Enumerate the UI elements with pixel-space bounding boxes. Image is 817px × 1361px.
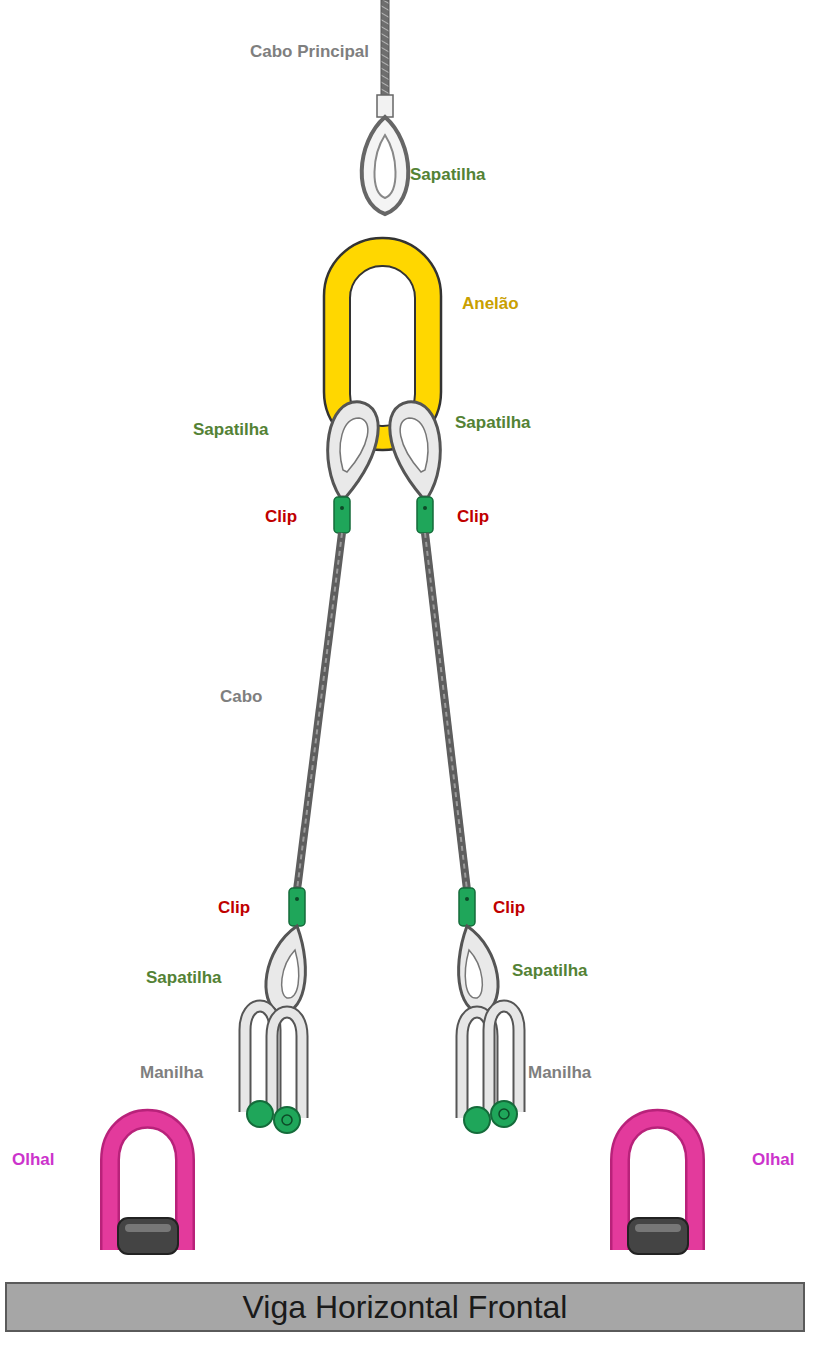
thimble-inner (374, 135, 395, 198)
thimble (390, 402, 441, 497)
part-label: Anelão (462, 294, 519, 314)
part-label: Olhal (12, 1150, 55, 1170)
thimble (459, 926, 498, 1013)
part-label: Sapatilha (410, 165, 486, 185)
part-label: Manilha (140, 1063, 203, 1083)
shackle (245, 1006, 302, 1133)
sling-cable (425, 533, 467, 890)
clip (417, 497, 433, 533)
lifting-eye (620, 1119, 695, 1254)
sling-cable (297, 533, 342, 890)
part-label: Olhal (752, 1150, 795, 1170)
part-label: Clip (265, 507, 297, 527)
clip (334, 497, 350, 533)
main-cable (381, 0, 389, 100)
clip (289, 888, 305, 926)
thimble-inner (400, 418, 428, 472)
lifting-eye (110, 1119, 185, 1254)
beam-label: Viga Horizontal Frontal (243, 1289, 568, 1326)
part-label: Sapatilha (455, 413, 531, 433)
part-label: Cabo (220, 687, 263, 707)
part-label: Clip (218, 898, 250, 918)
thimble (362, 117, 409, 214)
part-label: Sapatilha (146, 968, 222, 988)
part-label: Clip (493, 898, 525, 918)
thimble (328, 402, 379, 497)
thimble-inner (340, 418, 368, 472)
part-label: Sapatilha (193, 420, 269, 440)
beam-bar: Viga Horizontal Frontal (5, 1282, 805, 1332)
ferrule (377, 95, 393, 117)
part-label: Manilha (528, 1063, 591, 1083)
part-label: Sapatilha (512, 961, 588, 981)
clip (459, 888, 475, 926)
part-label: Cabo Principal (250, 42, 369, 62)
shackle (462, 1006, 519, 1133)
part-label: Clip (457, 507, 489, 527)
thimble (266, 926, 305, 1013)
